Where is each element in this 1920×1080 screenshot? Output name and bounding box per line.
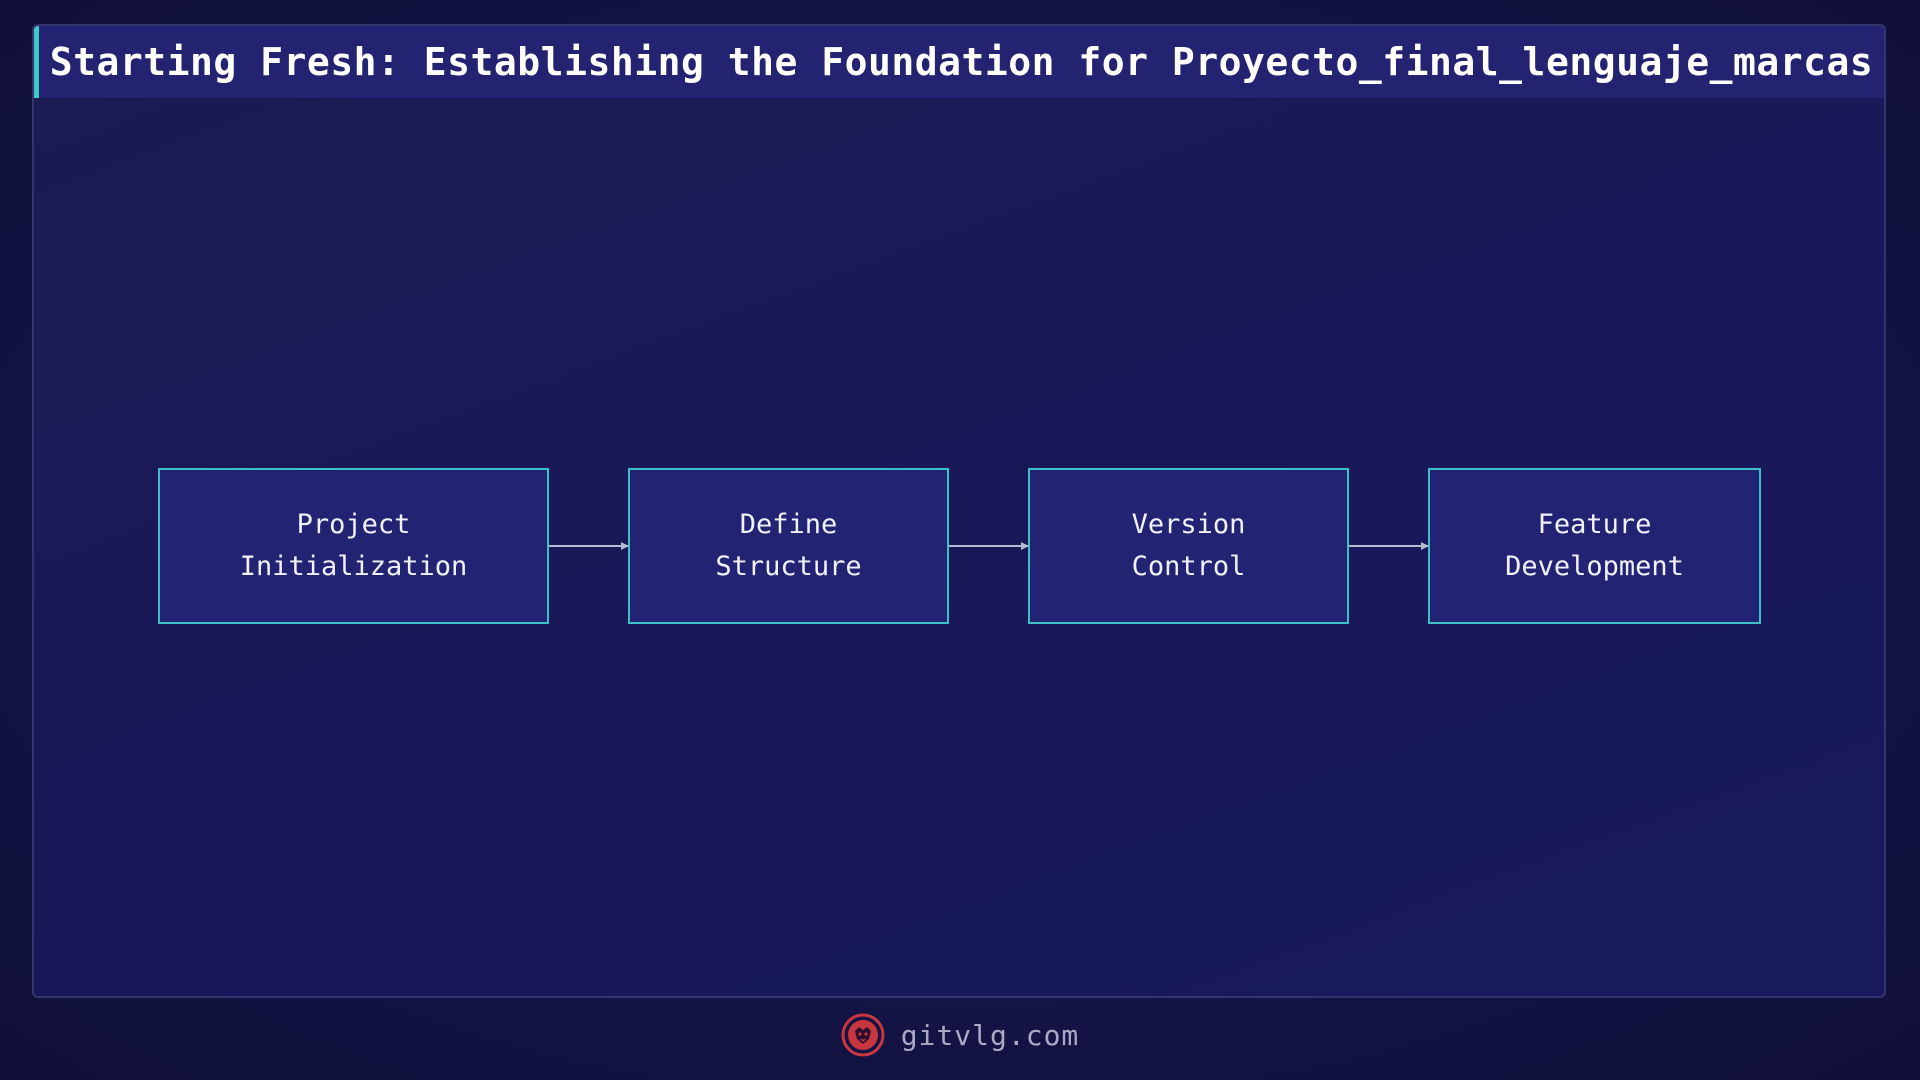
node-feature-development: Feature Development — [1428, 468, 1761, 624]
node-label: Feature Development — [1505, 509, 1684, 582]
node-define-structure: Define Structure — [628, 468, 949, 624]
site-link[interactable]: gitvlg.com — [900, 1018, 1080, 1052]
node-label: Version Control — [1131, 509, 1246, 582]
title-bar: Starting Fresh: Establishing the Foundat… — [34, 26, 1884, 98]
node-label: Define Structure — [715, 509, 862, 582]
node-project-initialization: Project Initialization — [158, 468, 549, 624]
node-version-control: Version Control — [1028, 468, 1349, 624]
page-title: Starting Fresh: Establishing the Foundat… — [49, 40, 1874, 84]
node-label: Project Initialization — [239, 509, 468, 582]
lion-logo-icon[interactable] — [841, 1013, 885, 1057]
footer: gitvlg.com — [0, 1010, 1920, 1060]
